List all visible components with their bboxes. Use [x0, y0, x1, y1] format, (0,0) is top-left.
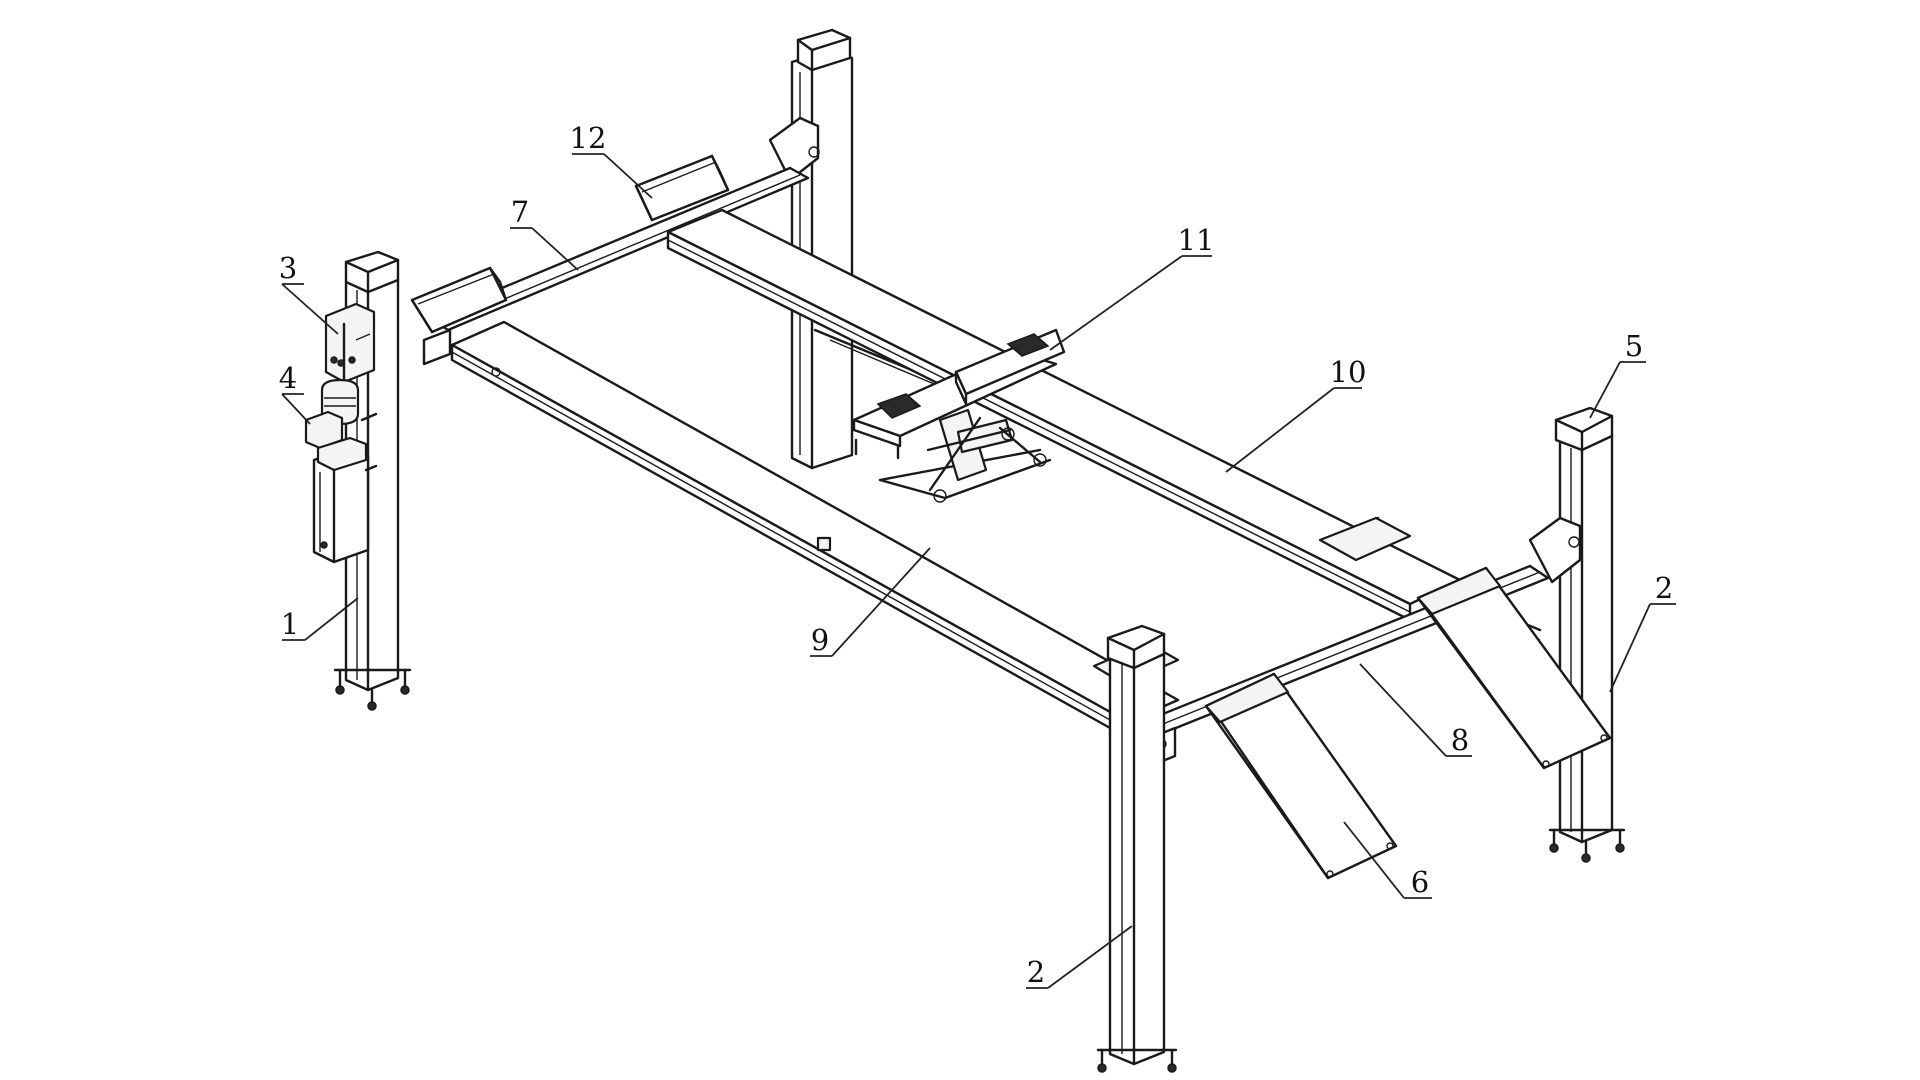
callout-2-front: 2 [1027, 955, 1045, 989]
left-runway [450, 320, 1180, 740]
callout-1: 1 [281, 607, 299, 641]
leader-lines [281, 153, 1676, 989]
callout-7: 7 [511, 195, 529, 229]
callout-labels: 1 2 2 3 4 5 6 7 8 9 10 11 12 [279, 121, 1673, 989]
callout-3: 3 [279, 251, 297, 285]
front-center-post [1096, 624, 1178, 1073]
callout-11: 11 [1178, 223, 1215, 257]
right-ramp [1416, 566, 1612, 770]
control-box [324, 302, 376, 384]
callout-2-right: 2 [1655, 571, 1673, 605]
callout-12: 12 [570, 121, 607, 155]
callout-4: 4 [279, 361, 297, 395]
callout-5: 5 [1625, 329, 1643, 363]
left-ramp [1204, 672, 1398, 880]
right-runway [666, 208, 1462, 622]
callout-8: 8 [1451, 723, 1469, 757]
right-back-post [1528, 406, 1626, 863]
callout-6: 6 [1411, 865, 1429, 899]
back-wheel-stop [634, 154, 730, 222]
callout-9: 9 [811, 623, 829, 657]
rolling-jack [852, 328, 1066, 503]
callout-10: 10 [1330, 355, 1367, 389]
hydraulic-power-unit [304, 378, 378, 564]
left-runway-wheel-stop [410, 266, 508, 366]
